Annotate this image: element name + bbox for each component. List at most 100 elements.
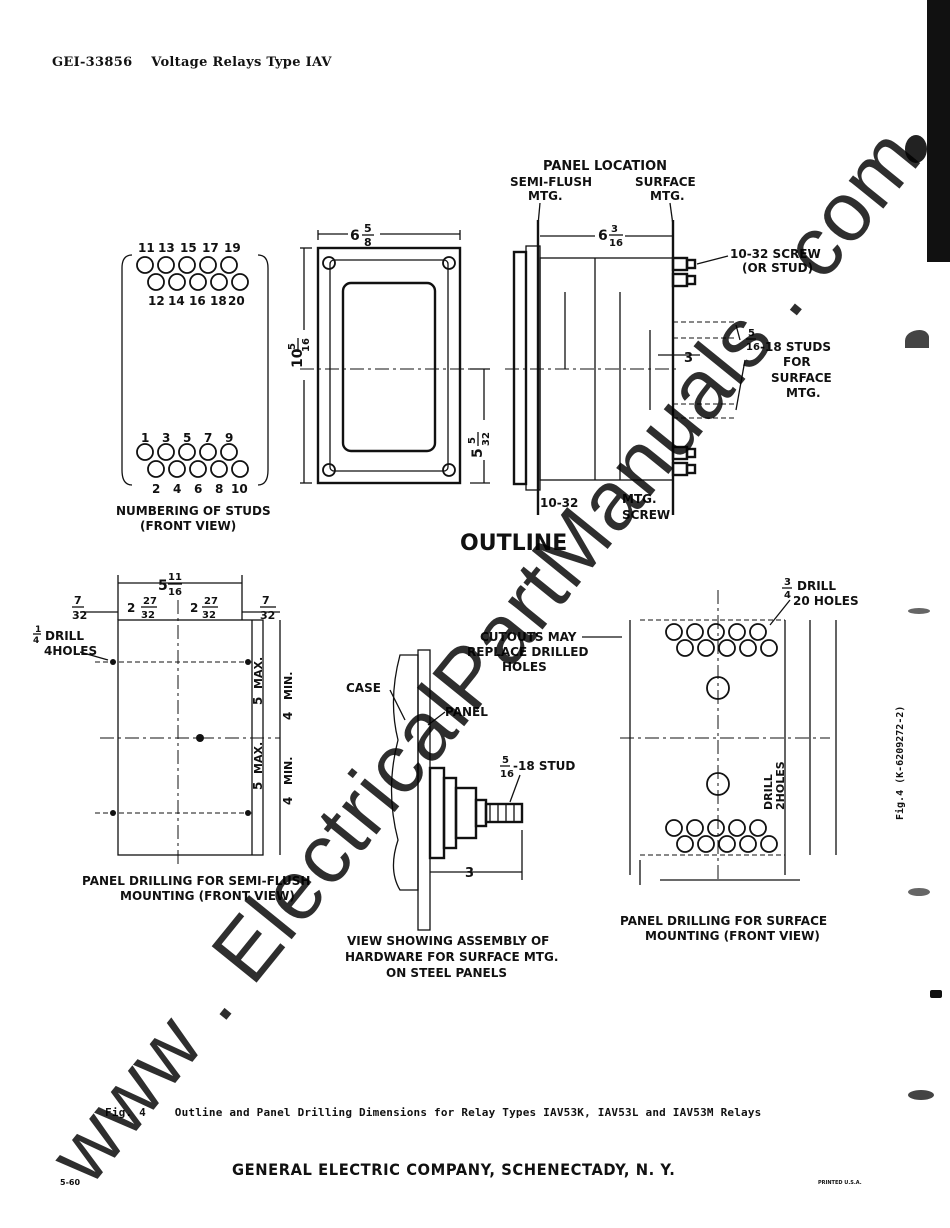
mtg-screw-size: 10-32 bbox=[540, 496, 578, 510]
case-height-numerator: 5 bbox=[287, 343, 298, 350]
dim-3-label: 3 bbox=[684, 351, 693, 366]
hardware-caption-1: VIEW SHOWING ASSEMBLY OF bbox=[347, 934, 549, 948]
case-depth-whole: 6 bbox=[598, 228, 608, 244]
stud-num: 5 bbox=[502, 755, 509, 766]
max-label: MAX. bbox=[252, 657, 265, 689]
surface-caption-2: MOUNTING (FRONT VIEW) bbox=[645, 929, 820, 943]
stud-circle bbox=[178, 443, 196, 461]
stud-number: 12 bbox=[148, 294, 165, 308]
margin-speck bbox=[908, 608, 930, 614]
stud-number: 13 bbox=[158, 241, 175, 255]
stud-circle bbox=[220, 443, 238, 461]
stud-circle bbox=[147, 460, 165, 478]
mtg-screw-mtg: MTG. bbox=[622, 492, 657, 506]
stud-number: 17 bbox=[202, 241, 219, 255]
stud-label: -18 STUD bbox=[513, 759, 575, 773]
holes-label: 4HOLES bbox=[44, 644, 97, 658]
surface-drill2-label-2: 2HOLES bbox=[774, 761, 787, 810]
stud-number: 14 bbox=[168, 294, 185, 308]
stud-circle bbox=[147, 273, 165, 291]
case-height-denominator: 16 bbox=[301, 338, 312, 352]
max-dim-5: 5 bbox=[251, 697, 265, 705]
drill-size-denominator: 4 bbox=[33, 636, 39, 646]
min-dim-whole-lower: 4 bbox=[281, 797, 295, 805]
stud-circle bbox=[178, 256, 196, 274]
surface-holes-label: 20 HOLES bbox=[793, 594, 859, 608]
max-label-lower: MAX. bbox=[252, 742, 265, 774]
stud-number: 16 bbox=[189, 294, 206, 308]
binding-hole-mark bbox=[905, 135, 927, 163]
hardware-assembly-view: 3 CASE PANEL 5 16 -18 STUD VIEW SHOWING … bbox=[345, 649, 575, 980]
stud-circle bbox=[220, 256, 238, 274]
surface-drill-label: DRILL bbox=[797, 579, 836, 593]
drill-side-denominator-right: 32 bbox=[260, 609, 275, 622]
drill-inner-whole-2: 2 bbox=[190, 601, 198, 615]
hardware-dim-3: 3 bbox=[465, 866, 474, 881]
stud-circle bbox=[231, 273, 249, 291]
drill-width-numerator: 11 bbox=[168, 572, 182, 583]
document-header: GEI-33856 Voltage Relays Type IAV bbox=[52, 55, 332, 70]
studs-label-line4: MTG. bbox=[786, 386, 821, 400]
stud-circle bbox=[157, 443, 175, 461]
stud-circle bbox=[136, 443, 154, 461]
stud-circle bbox=[199, 256, 217, 274]
stud-circle bbox=[210, 460, 228, 478]
stud-number: 11 bbox=[138, 241, 155, 255]
page-edge-mark bbox=[927, 0, 950, 262]
drill-inner-denominator-2: 32 bbox=[202, 610, 216, 621]
margin-speck bbox=[930, 990, 942, 998]
case-depth-denominator: 16 bbox=[609, 238, 623, 249]
margin-speck bbox=[908, 1090, 934, 1100]
surface-drill2-label-1: DRILL bbox=[762, 774, 775, 810]
footer-company: GENERAL ELECTRIC COMPANY, SCHENECTADY, N… bbox=[232, 1160, 676, 1179]
stud-number: 2 bbox=[152, 482, 160, 496]
semi-flush-label: SEMI-FLUSH bbox=[510, 175, 592, 189]
surface-label: SURFACE bbox=[635, 175, 696, 189]
case-side-view: PANEL LOCATION SEMI-FLUSH MTG. SURFACE M… bbox=[505, 159, 832, 522]
min-label-lower: MIN. bbox=[282, 757, 295, 785]
figure-number: Fig. 4 bbox=[105, 1106, 146, 1119]
figure-reference: Fig.4 (K-6209272-2) bbox=[895, 705, 906, 820]
stud-circle bbox=[136, 256, 154, 274]
stud-number: 20 bbox=[228, 294, 245, 308]
case-height-whole: 10 bbox=[290, 348, 306, 368]
stud-number: 18 bbox=[210, 294, 227, 308]
stud-circle bbox=[157, 256, 175, 274]
case-half-height-denominator: 32 bbox=[481, 432, 492, 446]
min-label: MIN. bbox=[282, 672, 295, 700]
stud-den: 16 bbox=[500, 769, 514, 780]
case-front-view: 6 5 8 10 5 16 5 5 32 bbox=[287, 222, 492, 485]
semi-flush-drilling-diagram: 5 11 16 7 32 7 32 2 27 32 2 27 32 1 4 DR… bbox=[33, 572, 310, 903]
hardware-caption-2: HARDWARE FOR SURFACE MTG. bbox=[345, 950, 558, 964]
stud-circle bbox=[189, 273, 207, 291]
studs-label-line2: FOR bbox=[783, 355, 811, 369]
figure-caption: Fig. 4 Outline and Panel Drilling Dimens… bbox=[105, 1106, 762, 1119]
case-half-height-numerator: 5 bbox=[467, 437, 478, 444]
drill-den: 4 bbox=[784, 590, 791, 601]
document-number: GEI-33856 bbox=[52, 55, 133, 70]
panel-location-label: PANEL LOCATION bbox=[543, 159, 667, 174]
stud-size-denominator: 16 bbox=[746, 342, 760, 353]
hardware-caption-3: ON STEEL PANELS bbox=[386, 966, 507, 980]
semi-flush-caption-1: PANEL DRILLING FOR SEMI-FLUSH bbox=[82, 874, 310, 888]
printed-in-usa-mark: PRINTED U.S.A. bbox=[818, 1180, 862, 1186]
drill-inner-numerator-2: 27 bbox=[204, 596, 218, 607]
outline-title: OUTLINE bbox=[460, 531, 567, 556]
stud-number: 10 bbox=[231, 482, 248, 496]
drill-side-numerator-right: 7 bbox=[262, 594, 270, 607]
surface-mtg-label: MTG. bbox=[650, 189, 685, 203]
cutouts-label-1: CUTOUTS MAY bbox=[480, 630, 577, 644]
drill-label: DRILL bbox=[45, 629, 84, 643]
stud-number: 15 bbox=[180, 241, 197, 255]
drill-width-whole: 5 bbox=[158, 578, 168, 594]
page-code: 5-60 bbox=[60, 1178, 81, 1187]
semi-flush-caption-2: MOUNTING (FRONT VIEW) bbox=[120, 889, 295, 903]
max-dim-5-lower: 5 bbox=[251, 782, 265, 790]
case-width-numerator: 5 bbox=[364, 222, 372, 235]
drill-inner-denominator: 32 bbox=[141, 610, 155, 621]
stud-number: 7 bbox=[204, 431, 212, 445]
case-half-height-whole: 5 bbox=[470, 448, 486, 458]
case-label: CASE bbox=[346, 681, 381, 695]
screw-label: 10-32 SCREW bbox=[730, 247, 821, 261]
